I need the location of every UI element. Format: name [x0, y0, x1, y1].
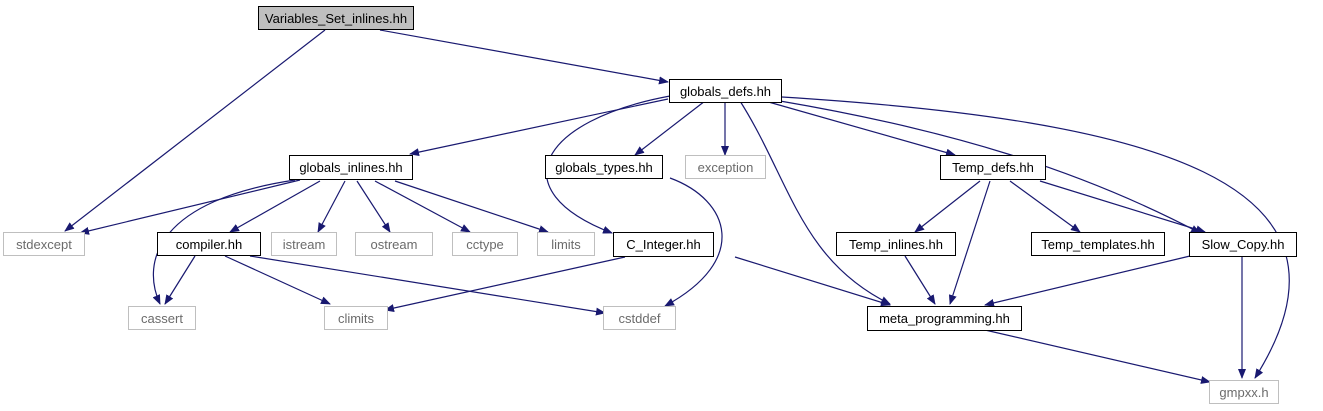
edge-temp-defs-to-slow-copy: [1039, 180, 1206, 234]
edge-globals-inlines-to-limits: [394, 180, 549, 233]
edge-globals-inlines-to-cctype: [374, 180, 471, 233]
edge-slow-copy-to-meta-programming: [984, 255, 1191, 307]
node-globals-defs[interactable]: globals_defs.hh: [669, 79, 782, 103]
edge-meta-programming-to-gmpxx: [984, 329, 1211, 384]
edge-c-integer-to-meta-programming: [734, 256, 891, 307]
edge-temp-defs-to-temp-inlines: [914, 180, 981, 233]
edge-variables-set-to-stdexcept: [64, 29, 326, 232]
edge-temp-defs-to-meta-programming: [948, 180, 991, 305]
node-globals-types[interactable]: globals_types.hh: [545, 155, 663, 179]
node-cctype[interactable]: cctype: [452, 232, 518, 256]
node-exception[interactable]: exception: [685, 155, 766, 179]
node-compiler[interactable]: compiler.hh: [157, 232, 261, 256]
node-istream[interactable]: istream: [271, 232, 337, 256]
node-ostream[interactable]: ostream: [355, 232, 433, 256]
node-limits[interactable]: limits: [537, 232, 595, 256]
edge-globals-inlines-to-stdexcept: [79, 179, 301, 235]
edge-compiler-to-cstddef: [249, 255, 606, 316]
node-climits[interactable]: climits: [324, 306, 388, 330]
edge-compiler-to-climits: [224, 255, 331, 305]
node-temp-templates[interactable]: Temp_templates.hh: [1031, 232, 1165, 256]
edge-compiler-to-cassert: [164, 255, 196, 305]
edge-globals-defs-to-slow-copy: [779, 100, 1201, 234]
node-temp-inlines[interactable]: Temp_inlines.hh: [836, 232, 956, 256]
edge-globals-inlines-to-ostream: [356, 180, 391, 233]
node-meta-programming[interactable]: meta_programming.hh: [867, 306, 1022, 331]
node-stdexcept[interactable]: stdexcept: [3, 232, 85, 256]
edge-globals-defs-to-temp-defs: [764, 100, 956, 157]
edge-globals-inlines-to-istream: [317, 180, 346, 233]
edge-globals-defs-to-gmpxx: [781, 96, 1290, 379]
edge-globals-types-to-cstddef: [664, 177, 723, 307]
node-variables-set-inlines[interactable]: Variables_Set_inlines.hh: [258, 6, 414, 30]
node-slow-copy[interactable]: Slow_Copy.hh: [1189, 232, 1297, 257]
node-c-integer[interactable]: C_Integer.hh: [613, 232, 714, 257]
edge-globals-inlines-to-compiler: [229, 180, 321, 233]
edge-globals-defs-to-meta-programming: [739, 100, 891, 305]
node-temp-defs[interactable]: Temp_defs.hh: [940, 155, 1046, 180]
node-globals-inlines[interactable]: globals_inlines.hh: [289, 155, 413, 180]
node-cassert[interactable]: cassert: [128, 306, 196, 330]
edge-variables-set-to-globals-defs: [379, 29, 669, 85]
edge-c-integer-to-climits: [384, 256, 626, 312]
node-gmpxx[interactable]: gmpxx.h: [1209, 380, 1279, 404]
edge-globals-defs-to-globals-types: [634, 100, 706, 156]
node-cstddef[interactable]: cstddef: [603, 306, 676, 330]
edge-temp-inlines-to-meta-programming: [904, 255, 936, 305]
edge-globals-defs-to-globals-inlines: [409, 98, 669, 157]
edge-temp-defs-to-temp-templates: [1009, 180, 1081, 233]
